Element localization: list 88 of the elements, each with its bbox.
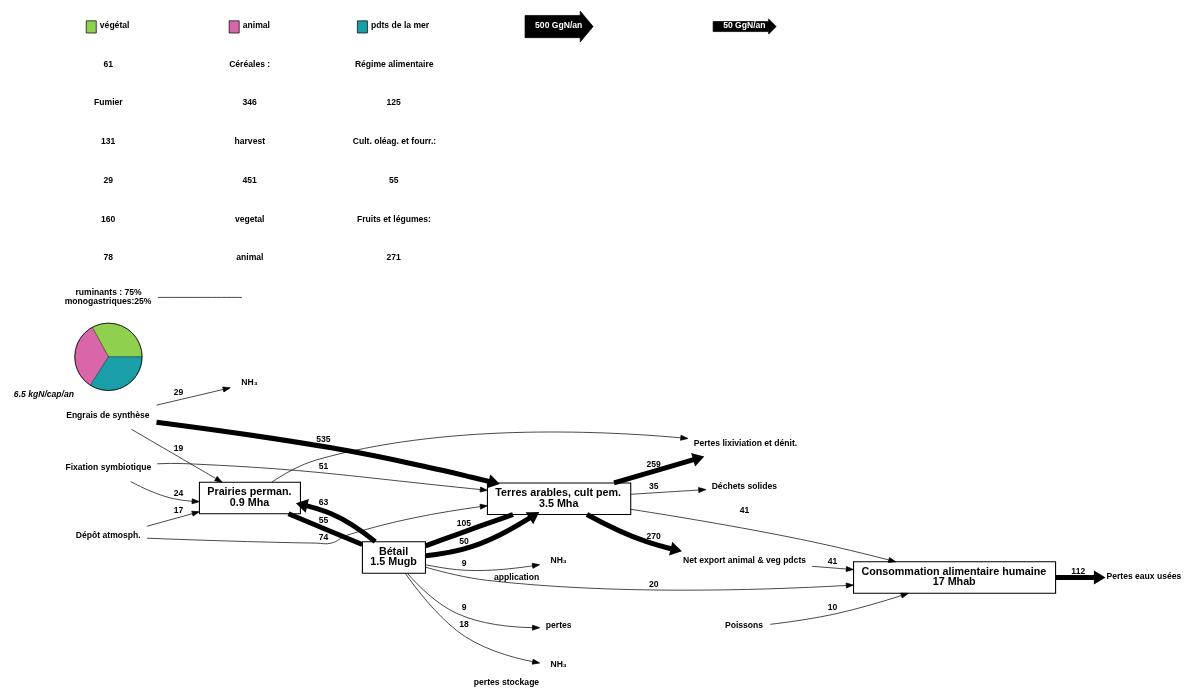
label: Fumier bbox=[93, 97, 123, 108]
label: 55 bbox=[388, 174, 398, 185]
arrow bbox=[406, 572, 540, 631]
label: 78 bbox=[102, 252, 113, 263]
node-text: NH₃ bbox=[240, 376, 258, 387]
edge-label: 17 bbox=[173, 504, 183, 515]
label: 271 bbox=[385, 252, 401, 263]
edge-label: 20 bbox=[648, 578, 659, 589]
edge-label: 50 bbox=[458, 535, 469, 546]
arrow bbox=[146, 503, 488, 545]
node-box: Terres arables, cult pem. 3.5 Mha bbox=[486, 482, 631, 515]
legend-label: pdts de la mer bbox=[370, 20, 429, 31]
edge-label: 55 bbox=[318, 514, 328, 525]
node-label: pertes stockage bbox=[473, 676, 539, 687]
node-text: ruminants : 75% monogastriques:25% bbox=[64, 286, 151, 306]
connector bbox=[424, 512, 514, 549]
arrow bbox=[769, 592, 909, 625]
edge-label: 35 bbox=[648, 481, 659, 492]
label: Cult. oléag. et fourr.: bbox=[352, 136, 436, 147]
arrow bbox=[612, 452, 704, 486]
legend-label: 50 GgN/an bbox=[722, 20, 766, 31]
node-label: 6.5 kgN/cap/an bbox=[13, 388, 74, 399]
label: 451 bbox=[241, 174, 257, 185]
edge-label: 10 bbox=[827, 602, 837, 613]
node-text: Pertes eaux usées bbox=[1105, 571, 1181, 582]
label: harvest bbox=[234, 136, 265, 147]
edge-label: 270 bbox=[645, 530, 661, 541]
legend-label: animal bbox=[242, 20, 270, 31]
edge-label: 51 bbox=[318, 461, 328, 472]
label: Fruits et légumes: bbox=[356, 213, 431, 224]
node-text: NH₃ bbox=[549, 554, 567, 565]
label: 29 bbox=[102, 174, 113, 185]
arrow bbox=[424, 512, 539, 559]
node-label: application bbox=[493, 572, 539, 583]
label: 160 bbox=[100, 213, 115, 224]
node-text: Pertes lixiviation et dénit. bbox=[693, 438, 797, 449]
arrow bbox=[629, 508, 896, 563]
legend-label: végétal bbox=[99, 20, 129, 31]
node-text: Poissons bbox=[724, 620, 763, 631]
edge-label: 9 bbox=[461, 602, 466, 613]
arrow bbox=[129, 481, 200, 505]
edge-label: 9 bbox=[461, 558, 466, 569]
arrow bbox=[155, 419, 500, 489]
legend-label: 500 GgN/an bbox=[534, 20, 582, 31]
arrow bbox=[295, 498, 377, 544]
node-text: Net export animal & veg pdcts bbox=[682, 554, 806, 565]
edge-label: 41 bbox=[739, 505, 749, 516]
node-box: Prairies perman. 0.9 Mha bbox=[198, 481, 301, 515]
edge-label: 105 bbox=[456, 518, 471, 529]
arrow bbox=[811, 565, 854, 572]
node-text: NH₃ bbox=[549, 659, 567, 670]
arrow bbox=[1055, 570, 1105, 585]
connector bbox=[287, 511, 363, 547]
arrow bbox=[424, 566, 854, 591]
node-text: Déchets solides bbox=[711, 480, 777, 491]
node-box: Bétail 1.5 Mugb bbox=[361, 541, 426, 574]
edge-label: 63 bbox=[318, 496, 328, 507]
edge-label: 41 bbox=[827, 556, 837, 567]
edge-label: 18 bbox=[458, 619, 469, 630]
arrow bbox=[155, 386, 231, 406]
label: Régime alimentaire bbox=[354, 58, 434, 69]
node-text: pertes bbox=[545, 620, 572, 631]
arrow bbox=[630, 487, 706, 495]
arrow bbox=[130, 428, 222, 483]
arrow bbox=[271, 431, 688, 483]
node-box: Consommation alimentaire humaine 17 Mhab bbox=[852, 561, 1056, 594]
label: 61 bbox=[102, 58, 113, 69]
edge-label: 24 bbox=[173, 487, 183, 498]
edge-label: 29 bbox=[173, 387, 183, 398]
arrow bbox=[585, 512, 682, 556]
node-text: Fixation symbiotique bbox=[64, 462, 151, 473]
edge-label: 19 bbox=[173, 443, 183, 454]
arrow bbox=[424, 562, 540, 571]
label: Céréales : bbox=[228, 58, 270, 69]
edge-label: 259 bbox=[645, 458, 661, 469]
node-text: Engrais de synthèse bbox=[65, 409, 150, 420]
edge-label: 112 bbox=[1070, 566, 1085, 577]
edge-label: 74 bbox=[318, 531, 328, 542]
arrow bbox=[146, 510, 200, 527]
edge-label: 535 bbox=[315, 433, 331, 444]
label: 125 bbox=[385, 97, 401, 108]
label: vegetal bbox=[234, 213, 264, 224]
label: 131 bbox=[100, 136, 115, 147]
node-text: Dépôt atmosph. bbox=[75, 530, 141, 541]
label: 346 bbox=[241, 97, 257, 108]
arrow bbox=[404, 572, 540, 665]
label: animal bbox=[235, 252, 264, 263]
arrow bbox=[156, 463, 488, 493]
